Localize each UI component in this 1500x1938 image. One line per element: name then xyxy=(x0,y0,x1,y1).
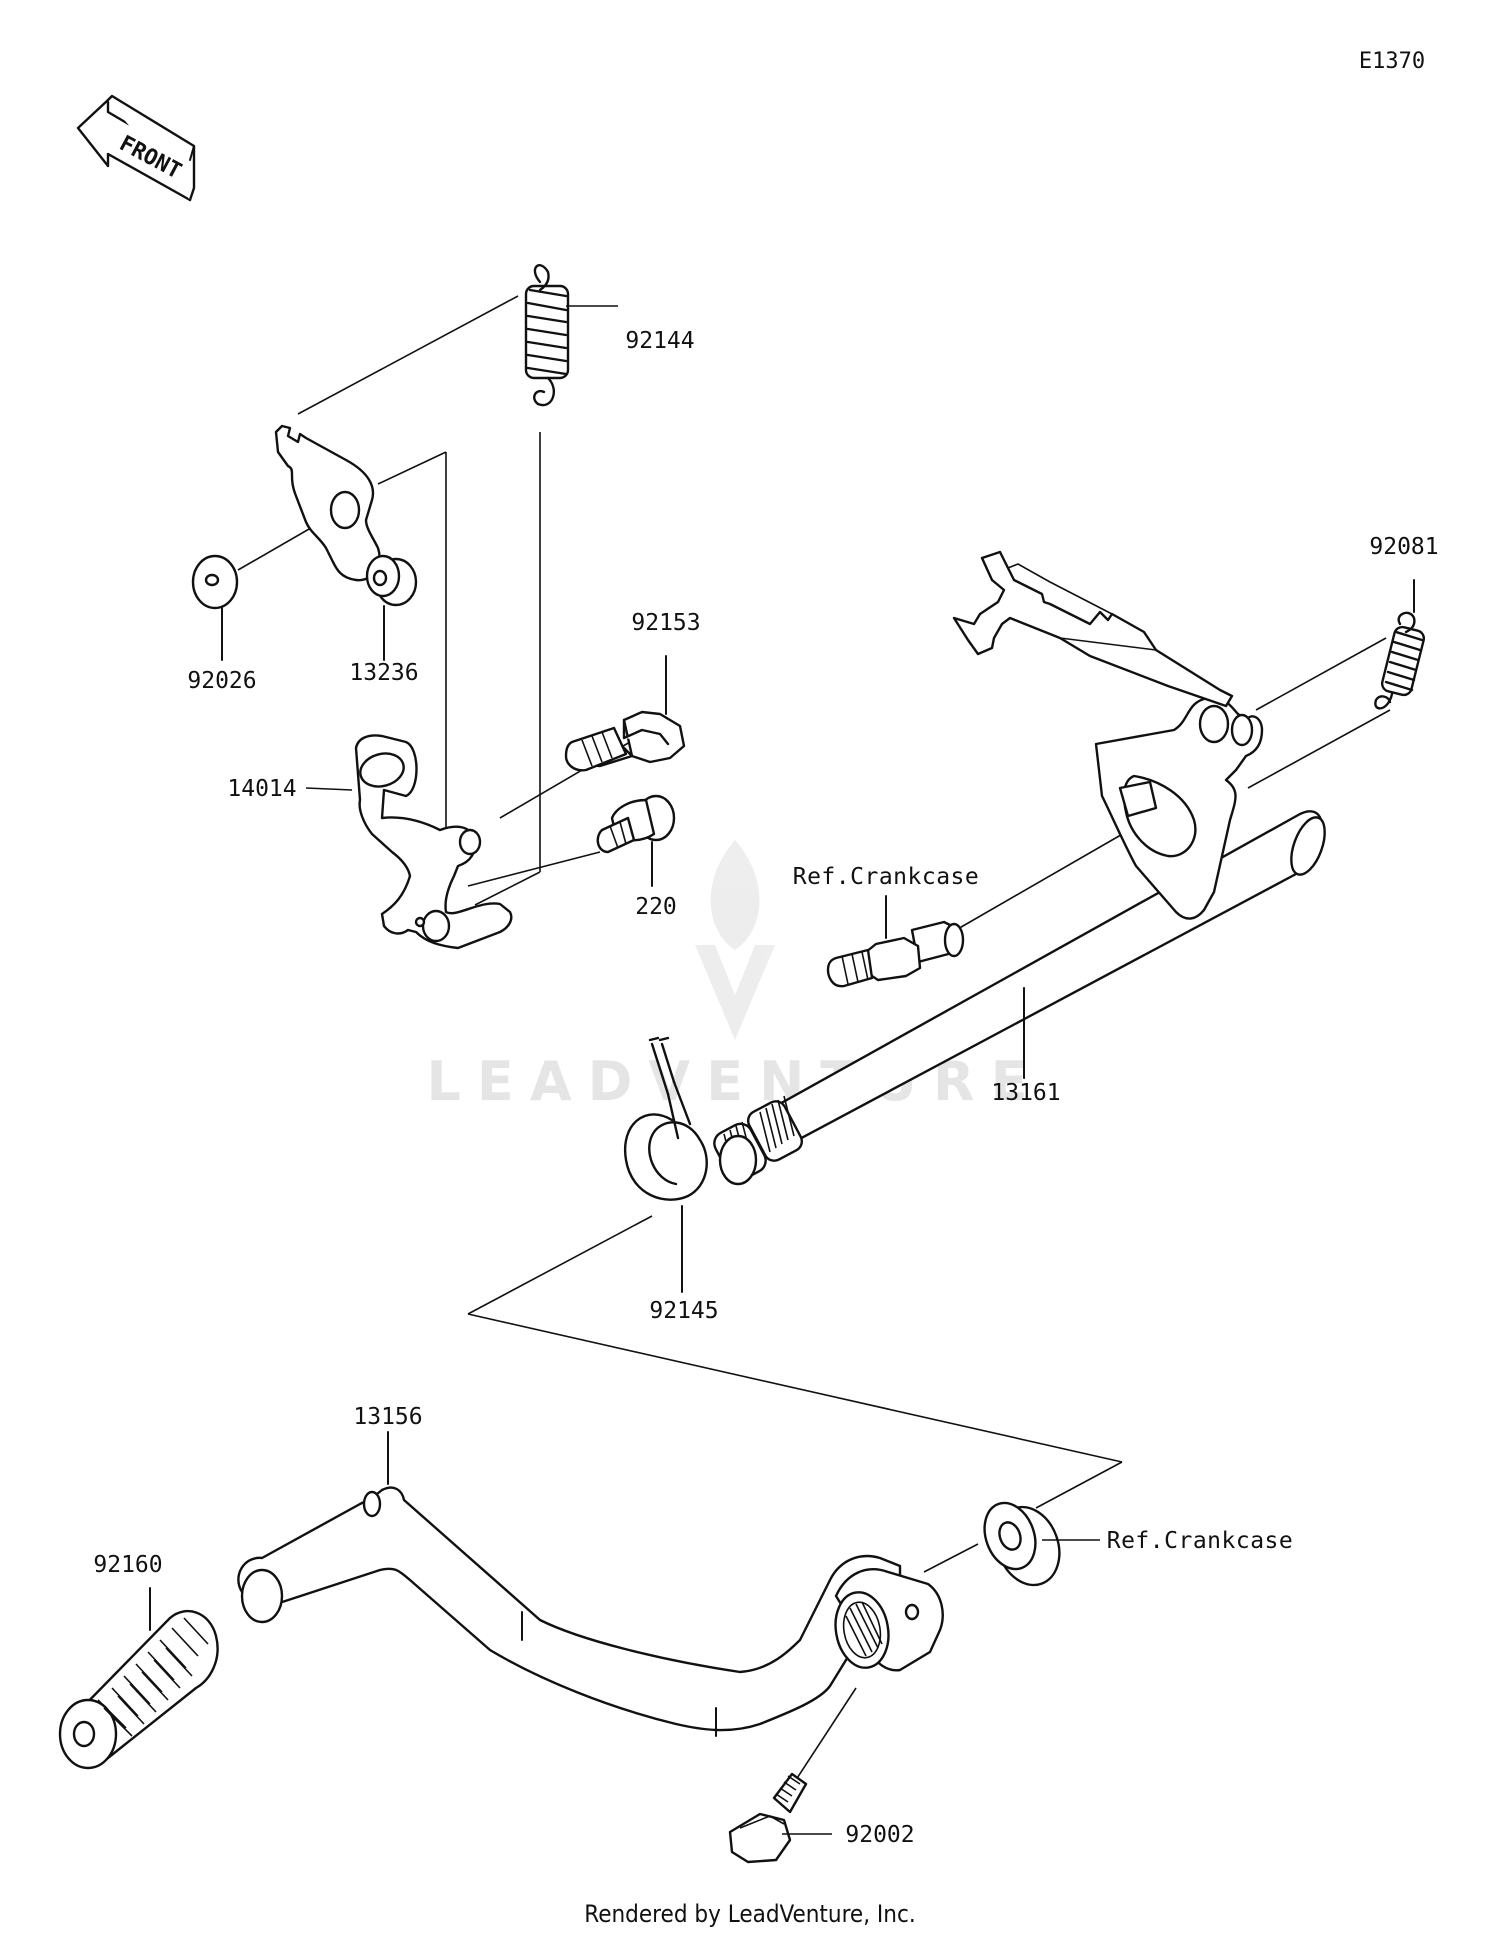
label-220[interactable]: 220 xyxy=(635,894,677,920)
label-92160[interactable]: 92160 xyxy=(93,1552,162,1578)
label-13161[interactable]: 13161 xyxy=(991,1080,1060,1106)
label-92144[interactable]: 92144 xyxy=(625,328,694,354)
label-92145[interactable]: 92145 xyxy=(649,1298,718,1324)
pedal-clamp xyxy=(834,1568,944,1672)
bolt-220 xyxy=(596,794,676,887)
label-92081[interactable]: 92081 xyxy=(1369,534,1438,560)
shift-arm-14014 xyxy=(354,734,513,950)
roller-13236 xyxy=(365,554,418,661)
lever-arm-plate xyxy=(274,424,381,582)
label-14014[interactable]: 14014 xyxy=(227,776,296,802)
rubber-92160 xyxy=(58,1587,219,1770)
shift-claw xyxy=(952,550,1234,708)
bolt-92002 xyxy=(728,1687,857,1864)
right-guide-lines xyxy=(467,637,1391,1573)
upper-left-guide-lines xyxy=(237,295,631,906)
label-92002[interactable]: 92002 xyxy=(845,1822,914,1848)
diagram-code: E1370 xyxy=(1359,49,1425,74)
front-arrow-icon: FRONT xyxy=(76,94,196,202)
leader-lines xyxy=(305,305,1100,1835)
shift-pedal-13156 xyxy=(237,1431,902,1737)
footer-rendered-by: Rendered by LeadVenture, Inc. xyxy=(584,1900,915,1928)
spring-92145 xyxy=(623,1036,708,1293)
label-92153[interactable]: 92153 xyxy=(631,610,700,636)
label-ref-crankcase-top[interactable]: Ref.Crankcase xyxy=(793,864,980,890)
ref-crankcase-washer xyxy=(983,1501,1061,1587)
washer-92026 xyxy=(191,554,239,661)
label-92026[interactable]: 92026 xyxy=(187,668,256,694)
ref-crankcase-pin xyxy=(826,895,965,988)
label-13156[interactable]: 13156 xyxy=(353,1404,422,1430)
spring-92081 xyxy=(1374,579,1426,710)
label-13236[interactable]: 13236 xyxy=(349,660,418,686)
bolt-92153 xyxy=(564,655,686,772)
spring-92144 xyxy=(524,264,570,407)
label-ref-crankcase-bottom[interactable]: Ref.Crankcase xyxy=(1107,1528,1294,1554)
shift-shaft-arm xyxy=(1094,696,1264,920)
